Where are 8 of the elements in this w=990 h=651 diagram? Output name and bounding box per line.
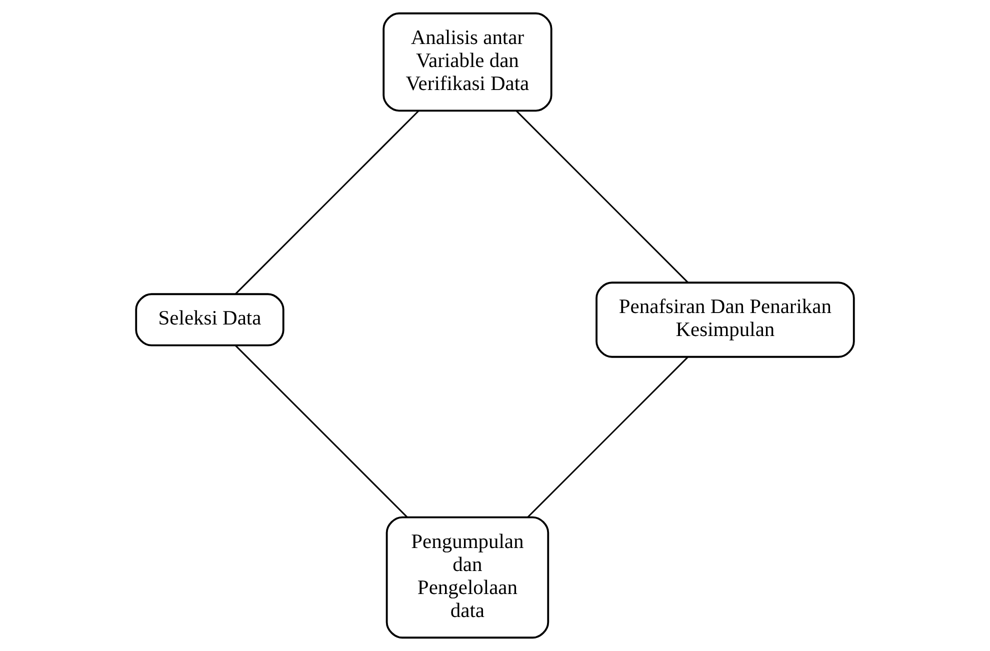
connector xyxy=(234,344,408,518)
connector xyxy=(516,110,689,284)
connector xyxy=(527,356,688,518)
node-box: Pengumpulan dan Pengelolaan data xyxy=(386,516,550,639)
connector xyxy=(234,110,420,295)
node-box: Seleksi Data xyxy=(135,293,284,346)
node-box: Analisis antar Variable dan Verifikasi Data xyxy=(382,12,552,112)
node-box: Penafsiran Dan Penarikan Kesimpulan xyxy=(596,282,855,358)
